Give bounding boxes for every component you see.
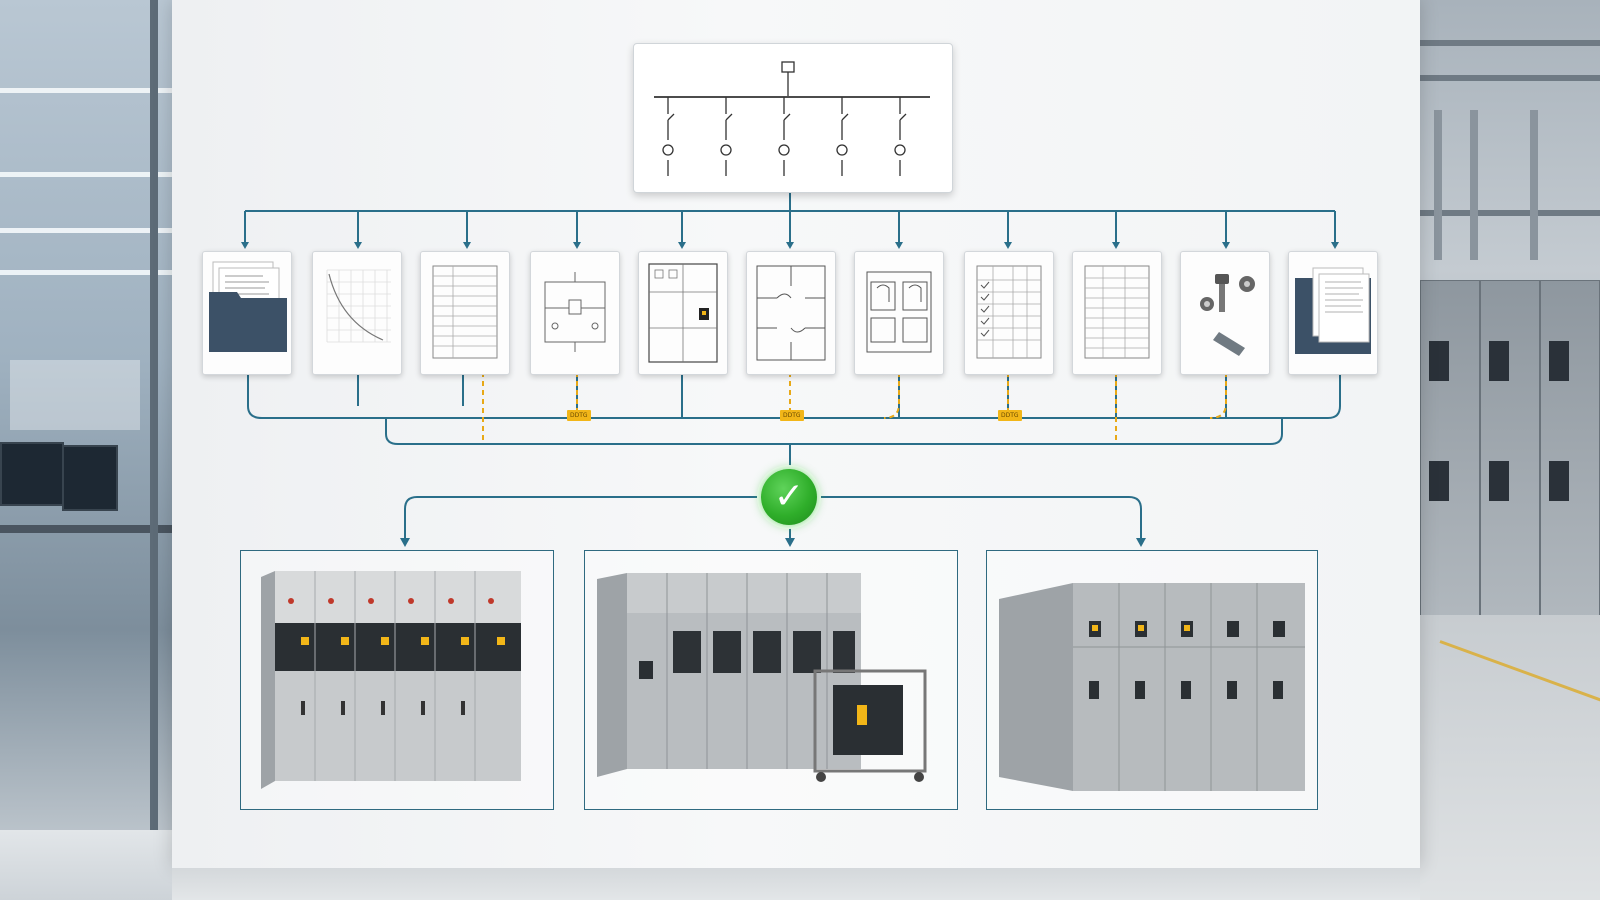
- ceiling-light: [0, 172, 172, 177]
- switchgear-cabinet: [1420, 280, 1480, 622]
- office-floor: [0, 830, 172, 900]
- floor-plan-icon: [746, 251, 836, 375]
- single-line-diagram-icon: [654, 61, 930, 176]
- panel-layout-icon: [638, 251, 728, 375]
- single-line-diagram-panel: [633, 43, 953, 193]
- switchgear-with-breaker-trolley-icon: [597, 573, 927, 782]
- glass-frame: [150, 0, 158, 830]
- flag-label: DDTG: [567, 410, 591, 421]
- product-frame-2: [584, 550, 958, 810]
- flag-label: DDTG: [998, 410, 1022, 421]
- duct: [1530, 110, 1538, 260]
- section-drawing-icon: [854, 251, 944, 375]
- table-sheet-icon: [420, 251, 510, 375]
- bolts-fasteners-icon: [1180, 251, 1270, 375]
- product-line: [404, 496, 764, 540]
- switchgear-cabinet: [1540, 280, 1600, 622]
- flag-line: [1209, 372, 1227, 419]
- low-voltage-switchboard-icon: [999, 583, 1305, 791]
- factory-floor: [1420, 615, 1600, 900]
- ceiling-beam: [1420, 210, 1600, 216]
- checkmark-icon: ✓: [773, 476, 805, 517]
- office-background: [0, 0, 172, 900]
- factory-background: [1420, 0, 1600, 900]
- duct: [1434, 110, 1442, 260]
- ceiling-light: [0, 270, 172, 275]
- checklist-icon: [964, 251, 1054, 375]
- switchgear-cabinet: [1480, 280, 1540, 622]
- ceiling-beam: [1420, 75, 1600, 81]
- folder-documents-icon: [202, 251, 292, 375]
- duct: [1470, 110, 1478, 260]
- approval-badge: ✓: [761, 469, 817, 525]
- monitor: [62, 445, 118, 511]
- flag-label: DDTG: [780, 410, 804, 421]
- document-binder-icon: [1288, 251, 1378, 375]
- monitor: [0, 442, 64, 506]
- product-frame-3: [986, 550, 1318, 810]
- ceiling-light: [0, 228, 172, 233]
- data-table-icon: [1072, 251, 1162, 375]
- wall-chart: [10, 360, 140, 430]
- flag-line: [883, 372, 900, 419]
- desk: [0, 525, 172, 533]
- switchgear-cabinet-icon: [261, 571, 521, 789]
- ceiling-light: [0, 88, 172, 93]
- ceiling-beam: [1420, 40, 1600, 46]
- product-line: [817, 496, 1142, 540]
- product-frame-1: [240, 550, 554, 810]
- circuit-schematic-icon: [530, 251, 620, 375]
- collector-line: [385, 418, 1283, 445]
- curve-chart-icon: [312, 251, 402, 375]
- floor-strip: [172, 868, 1420, 900]
